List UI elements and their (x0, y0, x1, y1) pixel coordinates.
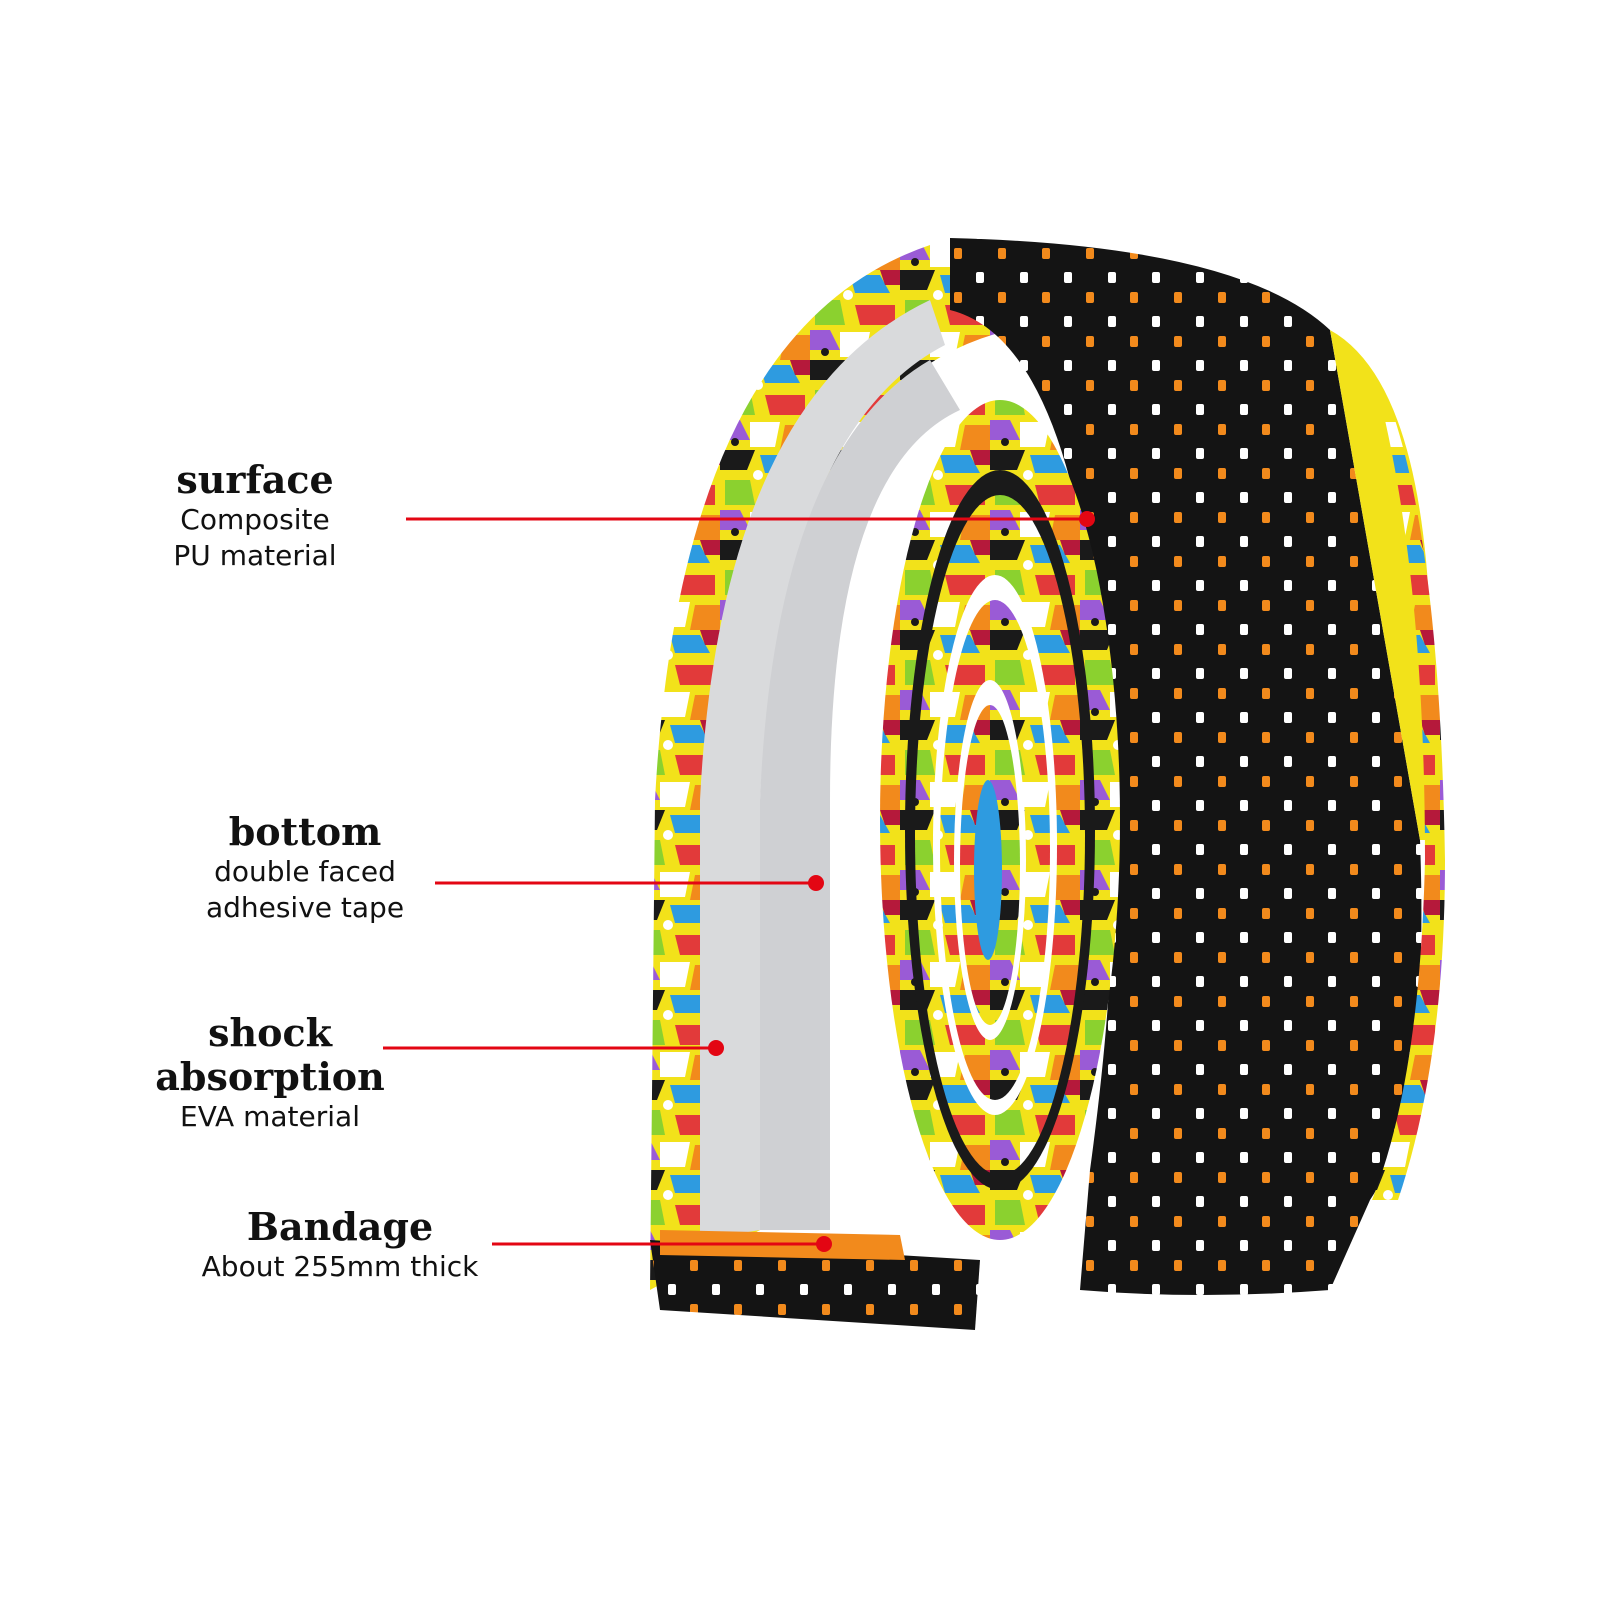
marker-dot-bandage (816, 1236, 832, 1252)
callout-description: Composite PU material (173, 503, 337, 572)
tape-outer-loop (650, 240, 1010, 1290)
callout-shock-absorption: shock absorption EVA material (90, 1011, 450, 1135)
leader-lines (383, 511, 1095, 1252)
callout-surface: surface Composite PU material (130, 458, 380, 574)
callout-bandage: Bandage About 255mm thick (190, 1205, 490, 1285)
tape-inner-spiral (880, 400, 1120, 1240)
callout-description: EVA material (180, 1100, 360, 1133)
callout-bottom: bottom double faced adhesive tape (185, 810, 425, 926)
marker-dot-bottom (808, 875, 824, 891)
callout-title: surface (176, 457, 334, 502)
marker-dot-shock-absorption (708, 1040, 724, 1056)
callout-description: double faced adhesive tape (205, 855, 405, 924)
callout-title: shock absorption (155, 1010, 385, 1099)
callout-description: About 255mm thick (201, 1250, 479, 1283)
callout-title: bottom (228, 809, 382, 854)
tape-tail-end (650, 1230, 980, 1330)
tape-surface-band (950, 238, 1445, 1295)
callout-title: Bandage (246, 1204, 434, 1249)
marker-dot-surface (1079, 511, 1095, 527)
